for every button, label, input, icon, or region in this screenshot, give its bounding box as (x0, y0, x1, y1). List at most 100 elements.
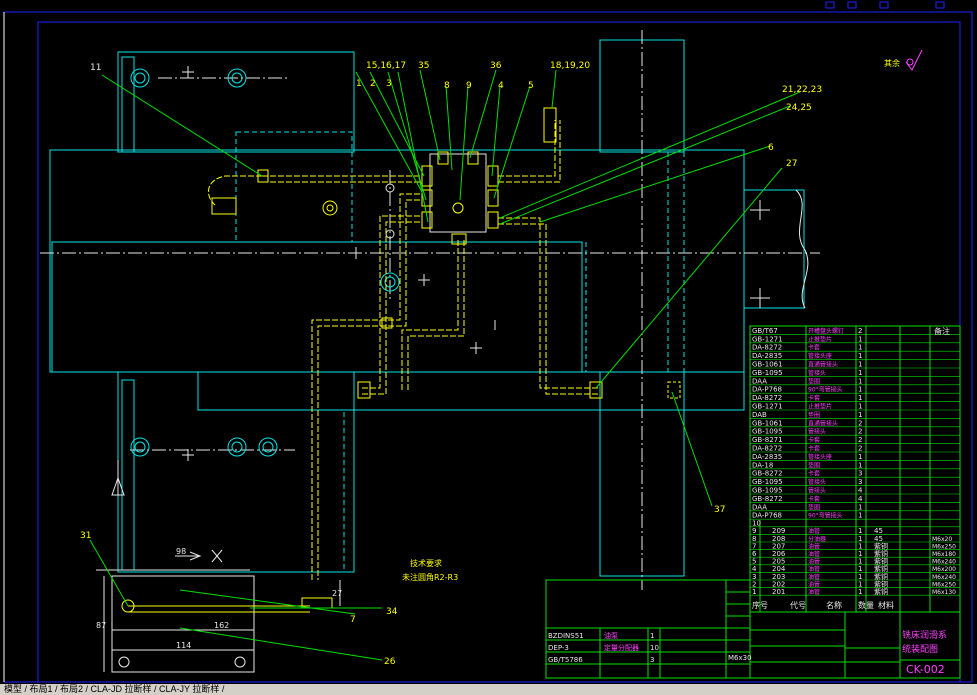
lower-row-spec: M6x200 (932, 566, 956, 573)
callout-36: 36 (490, 61, 502, 71)
lower-row-no: 1 (752, 588, 756, 596)
parts-row-qty: 1 (858, 344, 862, 352)
lower-row-no: 3 (752, 573, 756, 581)
lower-row-name: 油管 (808, 588, 820, 596)
parts-row-code: DAB (752, 411, 767, 419)
parts-row-code: GB-8272 (752, 495, 783, 503)
parts-row-qty: 4 (858, 495, 863, 503)
parts-row-qty: 1 (858, 394, 862, 402)
title-name-2: 统装配图 (902, 643, 938, 655)
lower-row-code: 209 (772, 527, 785, 535)
parts-row-code: GB-1095 (752, 428, 783, 436)
lower-row-code: 205 (772, 558, 785, 566)
callout-5: 5 (528, 81, 534, 91)
parts-row-name: 卡套 (808, 436, 820, 444)
left-row-code: BZDINS51 (548, 632, 584, 640)
lower-row-name: 油管 (808, 527, 820, 535)
left-row-code: DEP-3 (548, 644, 569, 652)
lower-row-code: 206 (772, 550, 786, 558)
left-row-qty: 10 (650, 644, 659, 652)
detail-view (96, 460, 310, 673)
lower-row-no: 2 (752, 580, 756, 588)
parts-row-qty: 1 (858, 403, 862, 411)
parts-row-code: DAA (752, 377, 767, 385)
left-row-qty: 3 (650, 656, 654, 664)
header-note: 备注 (934, 326, 950, 336)
parts-row-name: 管接头 (808, 369, 826, 377)
title-block (749, 611, 961, 679)
lower-row-no: 7 (752, 542, 756, 550)
header-qty: 数量 (858, 600, 874, 610)
lower-row-name: 分油器 (808, 535, 826, 543)
layout-tabs[interactable]: 模型 / 布局1 / 布局2 / CLA-JD 拉断样 / CLA-JY 拉断样… (0, 684, 977, 695)
other-surface-note: 其余 (884, 58, 900, 68)
callout-7: 7 (350, 615, 356, 625)
distributor-block (385, 153, 487, 239)
parts-row-qty: 1 (858, 512, 862, 520)
callout-15: 15,16,17 (366, 61, 406, 71)
callout-9: 9 (466, 81, 472, 91)
parts-row-qty: 1 (858, 335, 862, 343)
lower-row-qty: 1 (858, 565, 862, 573)
callout-3: 3 (386, 79, 392, 89)
lower-row-name: 油管 (808, 573, 820, 581)
parts-row-name: 卡套 (808, 470, 820, 478)
parts-row-code: GB-1271 (752, 403, 783, 411)
lower-row-mat: 紫铜 (874, 564, 888, 573)
lower-row-qty: 1 (858, 580, 862, 588)
parts-row-code: DA-18 (752, 461, 773, 469)
parts-row-code: GB-1095 (752, 478, 783, 486)
parts-row-name: 垫圈 (808, 503, 820, 511)
parts-row-name: 开槽盘头螺钉 (808, 327, 844, 335)
table-header: 序号 代号 名称 数量 材料 备注 (752, 326, 950, 610)
header-name: 名称 (826, 600, 842, 610)
lower-row-name: 油管 (808, 558, 820, 566)
parts-row-qty: 2 (858, 419, 862, 427)
lower-row-spec: M6x130 (932, 589, 956, 596)
tech-note: 未注圆角R2-R3 (402, 572, 458, 582)
parts-row-qty: 1 (858, 361, 862, 369)
bolt-holes (130, 68, 400, 457)
fittings (211, 107, 681, 609)
parts-row-name: 卡套 (808, 394, 820, 402)
hidden-lines (235, 131, 685, 572)
layout-tabs-text[interactable]: 模型 / 布局1 / 布局2 / CLA-JD 拉断样 / CLA-JY 拉断样… (4, 684, 225, 694)
parts-row-code: DA-8272 (752, 445, 782, 453)
lower-row-no: 5 (752, 558, 756, 566)
parts-row-name: 卡套 (808, 495, 820, 503)
lower-row-mat: 紫铜 (874, 587, 888, 596)
header-seq: 序号 (752, 600, 768, 610)
parts-row-qty: 2 (858, 445, 862, 453)
lower-row-no: 8 (752, 535, 756, 543)
header-mat: 材料 (878, 600, 894, 610)
callout-21: 21,22,23 (782, 85, 822, 95)
lower-row-qty: 1 (858, 558, 862, 566)
parts-row-code: DA-P768 (752, 386, 782, 394)
lower-row-spec: M6x240 (932, 559, 956, 566)
dim-114: 114 (176, 641, 191, 650)
lower-row-code: 208 (772, 535, 785, 543)
parts-row-code: DA-8272 (752, 344, 782, 352)
parts-row-code: GB-8272 (752, 470, 783, 478)
lower-row-spec: M6x250 (932, 581, 956, 588)
lower-row-name: 油管 (808, 565, 820, 573)
dim-27: 27 (332, 589, 342, 598)
callouts: 11 15,16,17 35 8 9 36 4 5 18,19,20 21,22… (80, 61, 822, 667)
parts-row-name: 垫圈 (808, 461, 820, 469)
parts-row-qty: 1 (858, 503, 862, 511)
parts-row-name: 直通管接头 (808, 419, 838, 427)
lower-row-mat: 紫铜 (874, 541, 888, 550)
parts-row-name: 卡套 (808, 344, 820, 352)
callout-18: 18,19,20 (550, 61, 590, 71)
callout-31: 31 (80, 531, 91, 541)
parts-row-code: GB-1095 (752, 487, 783, 495)
callout-26: 26 (384, 657, 396, 667)
callout-24: 24,25 (786, 103, 812, 113)
left-row-name: 定量分配器 (604, 643, 639, 652)
tech-title: 技术要求 (410, 558, 442, 568)
callout-27: 27 (786, 159, 797, 169)
lower-row-code: 203 (772, 573, 785, 581)
callout-34: 34 (386, 607, 398, 617)
